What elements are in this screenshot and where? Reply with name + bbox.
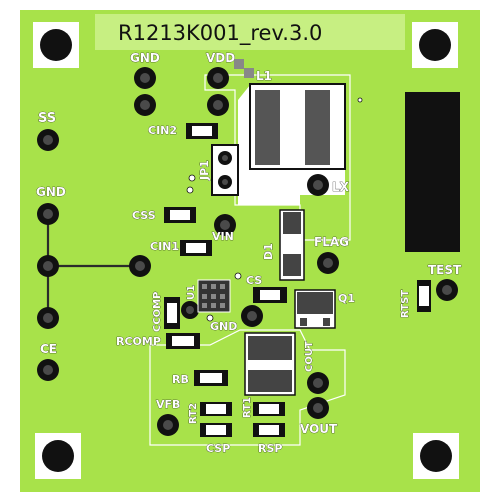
label-d1: D1 — [262, 243, 275, 260]
label-cs: CS — [246, 274, 262, 287]
label-vout: VOUT — [300, 422, 338, 436]
resistor-rsp — [253, 423, 285, 437]
resistor-rb — [194, 370, 228, 386]
testpoint-gnd-top — [134, 67, 156, 89]
resistor-rcomp — [166, 333, 200, 349]
resistor-rt2 — [200, 402, 232, 416]
label-lx: LX — [332, 180, 350, 194]
testpoint-cout-1 — [307, 372, 329, 394]
mounting-holes — [33, 22, 459, 479]
vdd-via-1 — [234, 59, 244, 69]
silkscreen-labels: GND VDD L1 SS CIN2 JP1 LX GND CSS VIN CI… — [36, 51, 463, 456]
ic-u1 — [197, 279, 231, 313]
testpoint-gnd-left-3 — [37, 307, 59, 329]
mounting-hole-bl — [42, 440, 74, 472]
title-band — [95, 14, 405, 50]
label-flag: FLAG — [314, 235, 349, 249]
label-q1: Q1 — [338, 292, 355, 305]
testpoint-test — [436, 279, 458, 301]
capacitor-cin1 — [180, 240, 212, 256]
label-csp: CSP — [206, 442, 230, 455]
vias — [186, 97, 363, 322]
capacitor-css — [164, 207, 196, 223]
testpoint-ss — [37, 129, 59, 151]
label-jp1: JP1 — [198, 160, 211, 181]
label-gnd-top: GND — [130, 51, 160, 65]
capacitor-csp — [200, 423, 232, 437]
testpoint-gnd-right — [129, 255, 151, 277]
capacitor-cs — [253, 287, 287, 303]
testpoint-vdd-2 — [207, 94, 229, 116]
testpoint-gnd-top-2 — [134, 94, 156, 116]
label-vdd: VDD — [206, 51, 235, 65]
diode-d1 — [279, 209, 305, 281]
label-css: CSS — [132, 209, 156, 222]
mounting-hole-br — [420, 440, 452, 472]
label-gnd-mid: GND — [210, 320, 237, 333]
label-rt2: RT2 — [188, 403, 199, 424]
label-cin1: CIN1 — [150, 240, 179, 253]
testpoint-jp1-ccomp — [181, 301, 199, 319]
resistor-rt1 — [253, 402, 285, 416]
testpoint-flag — [317, 252, 339, 274]
testpoint-gnd-mid — [241, 305, 263, 327]
label-rt1: RT1 — [242, 397, 253, 418]
testpoint-lx — [307, 174, 329, 196]
testpoint-vout — [307, 397, 329, 419]
board-title: R1213K001_rev.3.0 — [118, 21, 322, 46]
inductor-l1 — [234, 59, 346, 170]
capacitor-cout — [244, 332, 296, 396]
vdd-via-2 — [244, 68, 254, 78]
label-rb: RB — [172, 373, 189, 386]
inductor-l1-pad-right — [305, 90, 330, 165]
testpoint-ce — [37, 359, 59, 381]
resistor-rtst — [417, 280, 431, 312]
capacitor-cin2 — [186, 123, 218, 139]
label-l1: L1 — [256, 69, 272, 83]
testpoint-vdd — [207, 67, 229, 89]
capacitor-ccomp — [164, 297, 180, 329]
smd-components — [164, 123, 431, 437]
output-region-outline — [149, 329, 346, 446]
label-ss: SS — [38, 111, 56, 126]
inductor-l1-pad-left — [255, 90, 280, 165]
testpoint-gnd-left — [37, 203, 59, 225]
test-points — [37, 67, 458, 436]
label-u1: U1 — [186, 285, 197, 300]
label-rtst: RTST — [400, 290, 411, 318]
mounting-hole-tl — [40, 29, 72, 61]
label-vfb: VFB — [156, 398, 180, 411]
testpoint-vfb — [157, 414, 179, 436]
mounting-hole-tr — [419, 29, 451, 61]
label-test: TEST — [428, 263, 462, 277]
label-ccomp: CCOMP — [152, 292, 163, 332]
label-rcomp: RCOMP — [116, 335, 161, 348]
label-vin: VIN — [212, 230, 234, 243]
test-black-block — [405, 92, 460, 252]
label-ce: CE — [40, 342, 57, 356]
label-cout: COUT — [304, 341, 315, 372]
jumper-jp1 — [211, 144, 239, 196]
label-gnd-left: GND — [36, 185, 66, 199]
testpoint-vin — [214, 214, 236, 236]
label-cin2: CIN2 — [148, 124, 177, 137]
testpoint-gnd-left-2 — [37, 255, 59, 277]
label-rsp: RSP — [258, 442, 282, 455]
transistor-q1 — [294, 289, 336, 329]
